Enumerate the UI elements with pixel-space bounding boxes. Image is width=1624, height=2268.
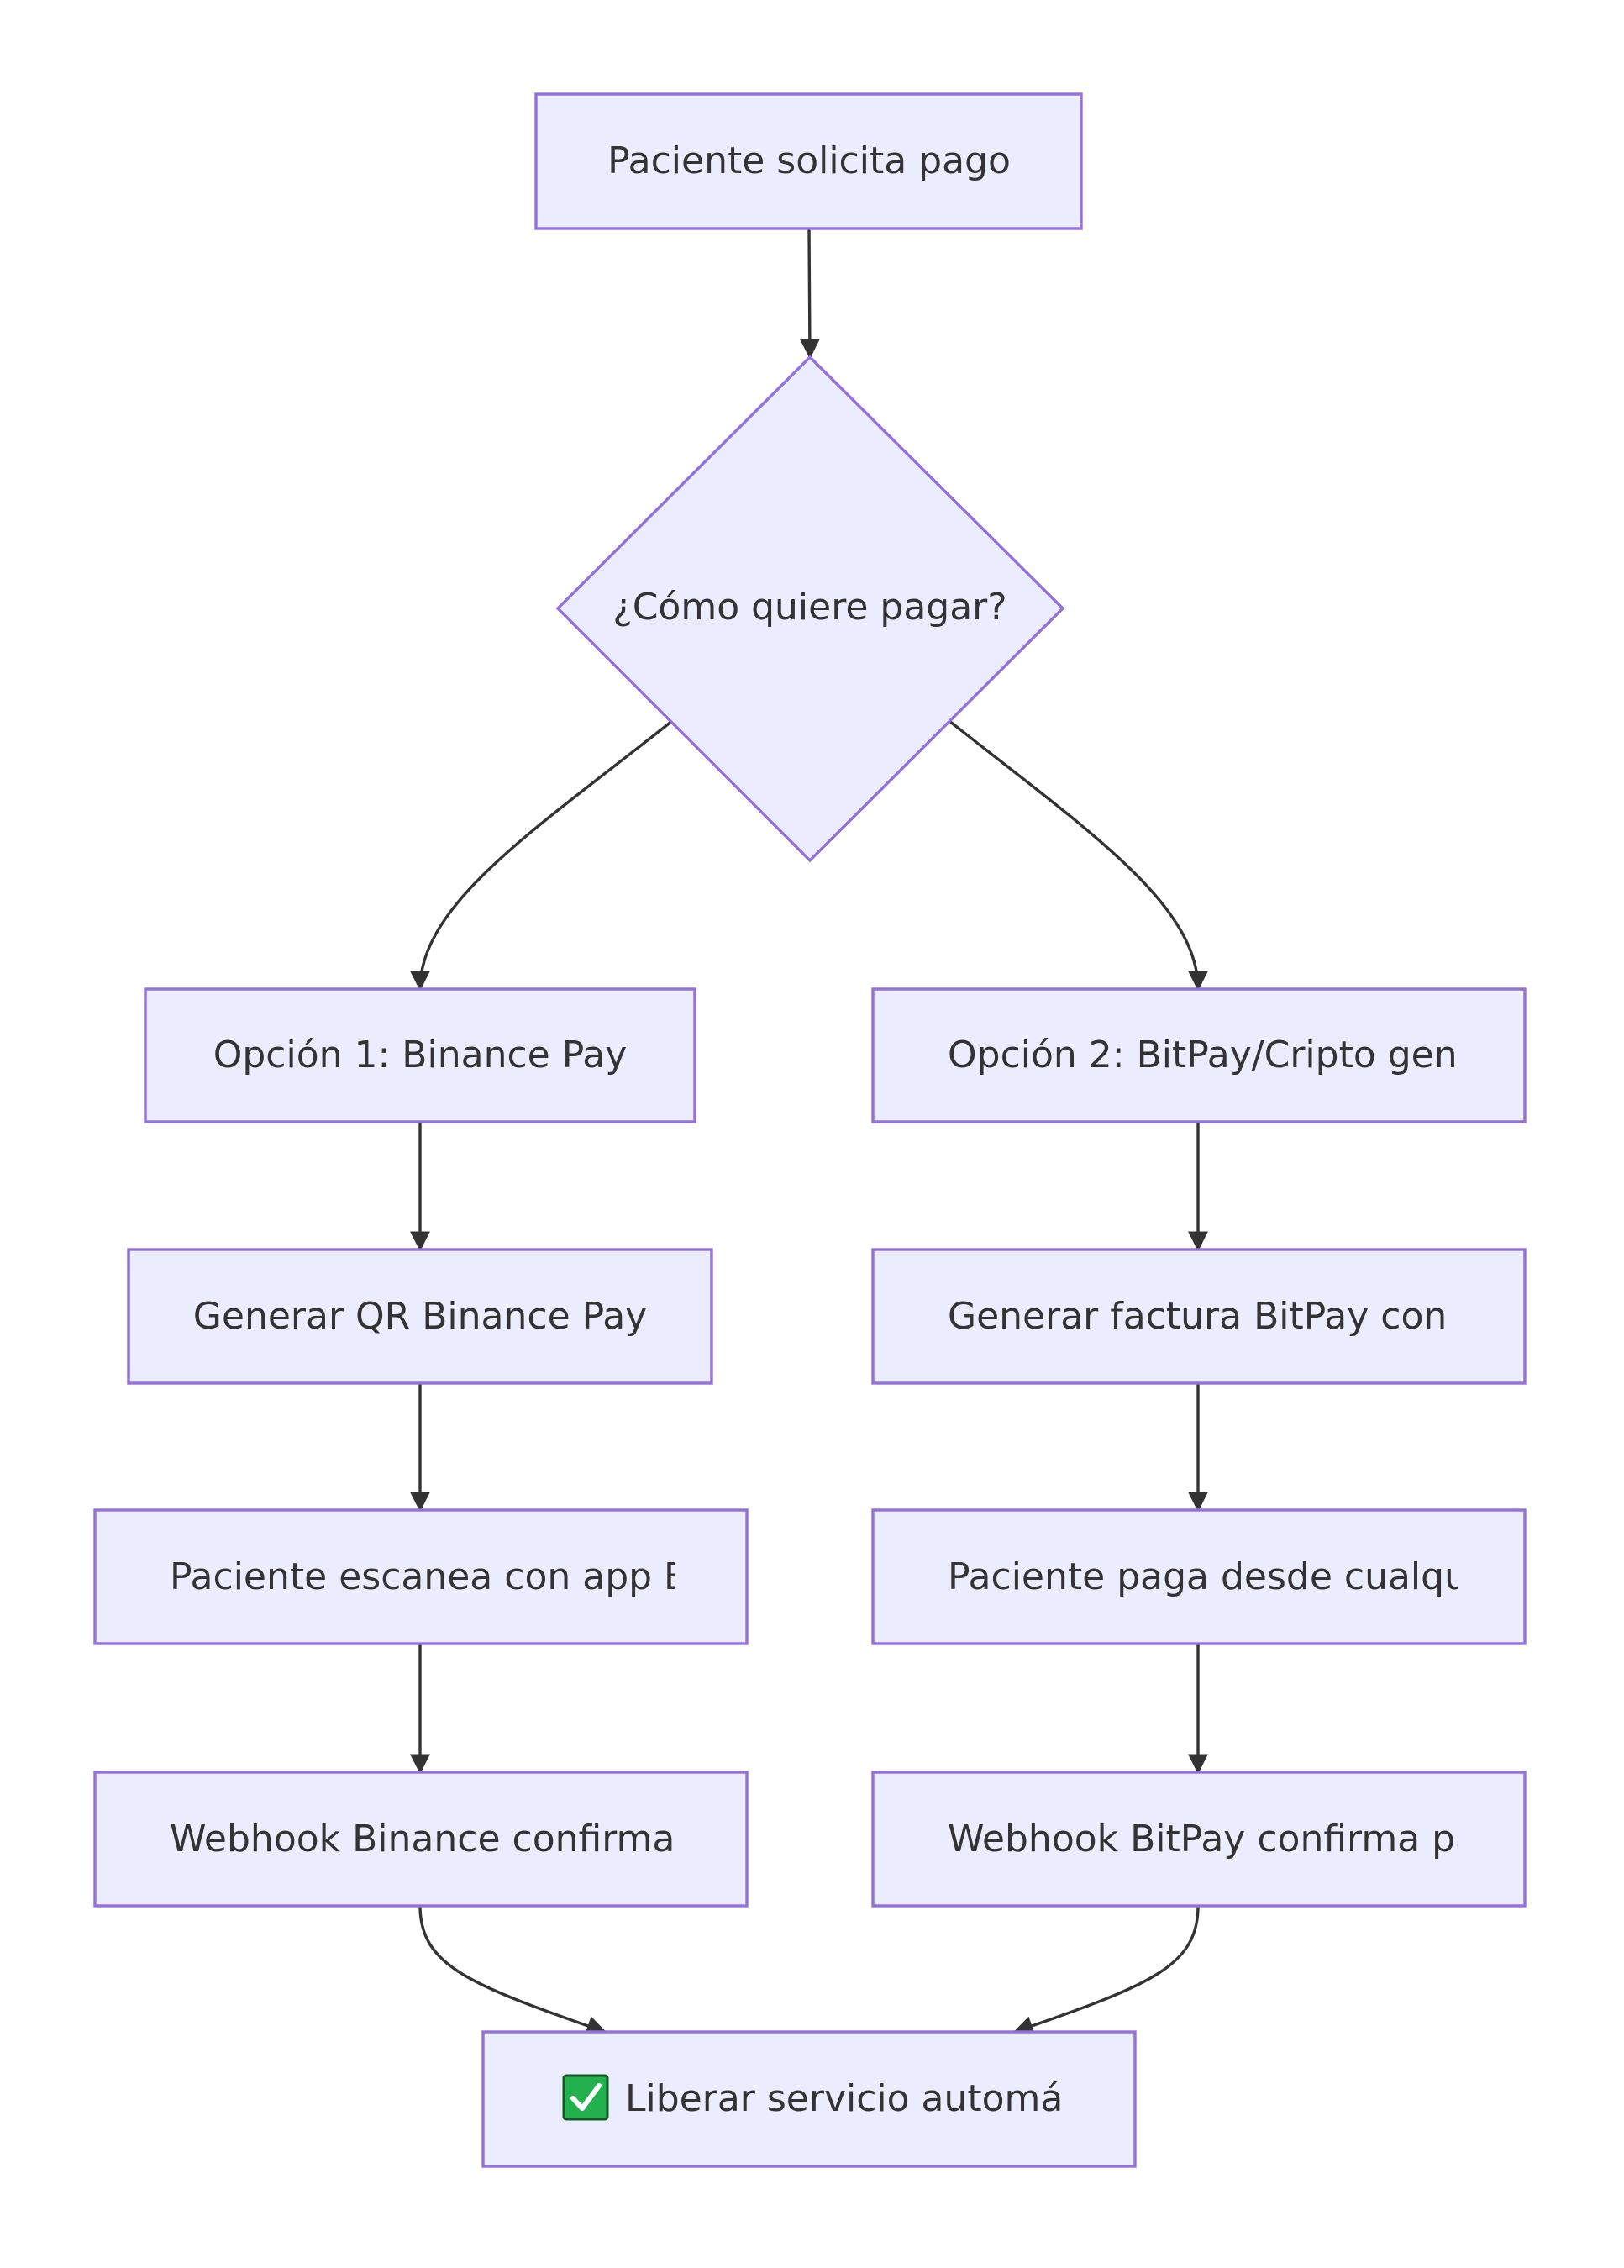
node-bitpay-option: Opción 2: BitPay/Cripto gen [871, 987, 1527, 1123]
node-release: Liberar servicio automát [481, 2030, 1137, 2168]
edge-start-to-decision [799, 228, 820, 360]
check-mark-icon [562, 2074, 609, 2121]
node-start: Paciente solicita pago [534, 92, 1083, 230]
node-bitpay-pay: Paciente paga desde cualqu [871, 1508, 1527, 1645]
node-decision-label: ¿Cómo quiere pagar? [612, 586, 1006, 629]
node-bitpay-invoice: Generar factura BitPay con [871, 1248, 1527, 1385]
node-binance-option: Opción 1: Binance Pay [144, 987, 696, 1123]
node-binance-scan-label: Paciente escanea con app B [170, 1555, 689, 1598]
node-bitpay-invoice-label: Generar factura BitPay con [948, 1295, 1447, 1338]
node-binance-option-label: Opción 1: Binance Pay [213, 1034, 628, 1076]
node-binance-qr: Generar QR Binance Pay [127, 1248, 713, 1385]
edges [410, 228, 1208, 2036]
node-start-label: Paciente solicita pago [607, 139, 1011, 182]
node-decision: ¿Cómo quiere pagar? [555, 355, 1065, 863]
node-binance-scan: Paciente escanea con app B [93, 1508, 749, 1645]
node-binance-webhook-label: Webhook Binance confirma [170, 1818, 675, 1860]
node-release-label: Liberar servicio automát [625, 2077, 1078, 2120]
edge-decision-to-bitpay [948, 719, 1208, 992]
edge-decision-to-binance [410, 719, 674, 992]
node-bitpay-pay-label: Paciente paga desde cualqu [948, 1555, 1468, 1598]
node-bitpay-webhook-label: Webhook BitPay confirma pa [948, 1818, 1478, 1860]
node-bitpay-webhook: Webhook BitPay confirma pa [871, 1771, 1527, 1908]
edge-binance-webhook-to-release [418, 1905, 607, 2036]
node-bitpay-option-label: Opción 2: BitPay/Cripto gen [948, 1034, 1458, 1076]
edge-bitpay-webhook-to-release [1012, 1905, 1200, 2036]
node-binance-qr-label: Generar QR Binance Pay [193, 1295, 647, 1338]
node-binance-webhook: Webhook Binance confirma [93, 1771, 749, 1908]
